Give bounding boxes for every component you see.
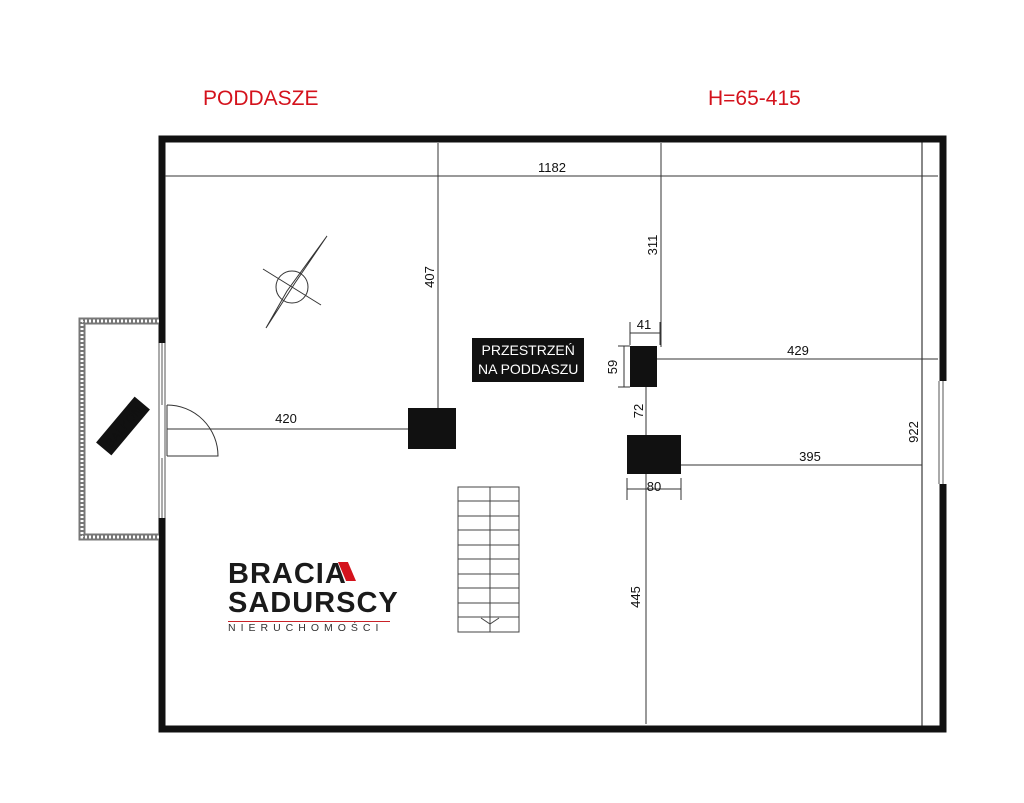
attic-space-line1: PRZESTRZEŃ: [481, 342, 575, 358]
attic-space-label: PRZESTRZEŃ NA PODDASZU: [472, 338, 585, 382]
dim-between-chimneys: 72: [631, 404, 646, 418]
chimney-right-upper: [630, 346, 657, 387]
logo-line3: NIERUCHOMOŚCI: [228, 622, 384, 634]
dimension-lines: [165, 143, 938, 724]
dim-block-width: 80: [647, 479, 661, 494]
logo-line2: SADURSCY: [228, 587, 399, 619]
window-right: [938, 381, 948, 484]
dim-chimney-depth: 59: [605, 360, 620, 374]
chimney-left: [408, 408, 456, 449]
balcony: [78, 317, 159, 541]
height-range-label: H=65-415: [708, 87, 801, 110]
dim-overall-height: 922: [906, 421, 921, 443]
stairs: [457, 486, 520, 633]
dim-overall-width: 1182: [538, 160, 566, 175]
dim-right-lower-horizontal: 395: [799, 449, 821, 464]
compass-rose-icon: [262, 235, 328, 329]
dim-right-upper-horizontal: 429: [787, 343, 809, 358]
dim-chimney-width: 41: [637, 317, 651, 332]
dim-right-upper-vertical: 311: [645, 235, 660, 256]
dim-left-horizontal: 420: [275, 411, 297, 426]
dim-left-vertical: 407: [422, 266, 437, 288]
outer-walls: [158, 135, 947, 733]
logo-line1: BRACIA: [228, 558, 347, 590]
attic-space-line2: NA PODDASZU: [478, 361, 579, 377]
dim-right-lower-vertical: 445: [628, 586, 643, 608]
window-left: [157, 343, 167, 518]
chimney-right-lower: [627, 435, 681, 474]
agency-logo: BRACIA SADURSCY NIERUCHOMOŚCI: [228, 560, 399, 634]
floor-title: PODDASZE: [203, 87, 319, 110]
balcony-label: BALKON: [96, 396, 150, 456]
logo-rule: [228, 621, 390, 622]
door-swing: [166, 404, 219, 457]
